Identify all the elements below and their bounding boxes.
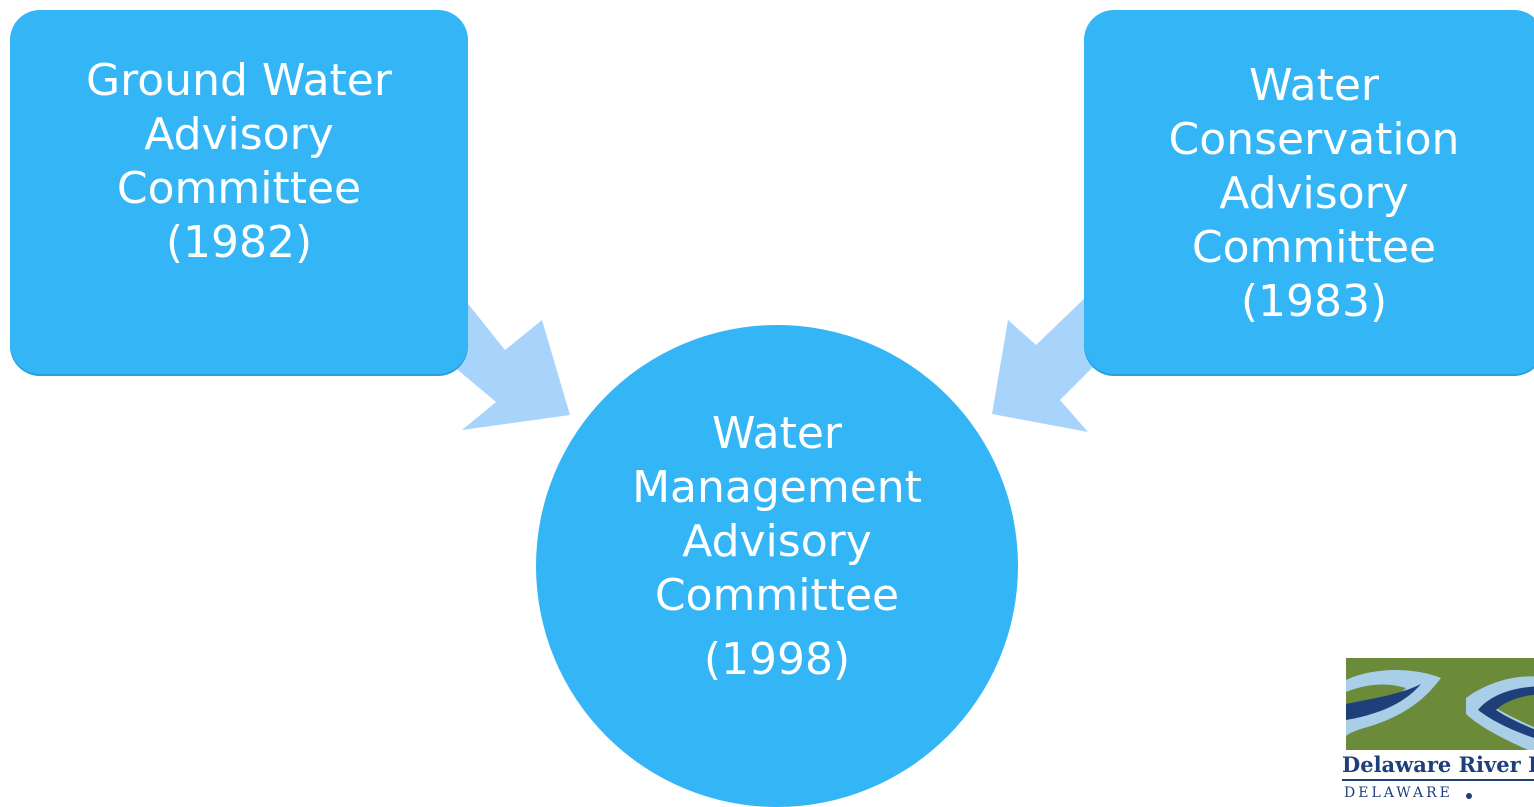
circle-line-3: Advisory (682, 516, 872, 567)
box-left-line-3: Committee (116, 163, 362, 214)
drbc-logo: Delaware River B DELAWARE (1342, 658, 1534, 807)
box-right-line-2: Conservation (1168, 114, 1460, 165)
circle-line-4: Committee (654, 570, 900, 621)
box-right-line-4: Committee (1191, 222, 1437, 273)
arrow-left-to-center (446, 300, 570, 430)
circle-year: (1998) (703, 634, 851, 685)
circle-line-1: Water (711, 408, 843, 459)
ground-water-committee-box: Ground Water Advisory Committee (1982) (10, 10, 468, 374)
circle-line-2: Management (632, 462, 922, 513)
logo-emblem (1346, 658, 1534, 750)
box-left-line-4: (1982) (165, 217, 313, 268)
water-conservation-committee-box: Water Conservation Advisory Committee (1… (1084, 10, 1534, 374)
box-right-line-1: Water (1248, 60, 1380, 111)
logo-title: Delaware River B (1342, 752, 1534, 781)
logo-dot-icon (1466, 793, 1472, 799)
water-management-committee-circle: Water Management Advisory Committee (199… (536, 325, 1018, 807)
arrow-right-to-center (992, 295, 1100, 432)
river-emblem-icon (1346, 658, 1534, 750)
box-left-line-2: Advisory (144, 109, 334, 160)
box-left-line-1: Ground Water (86, 55, 392, 106)
box-right-line-3: Advisory (1219, 168, 1409, 219)
logo-subtitle: DELAWARE (1344, 785, 1453, 801)
box-right-line-5: (1983) (1240, 276, 1388, 327)
